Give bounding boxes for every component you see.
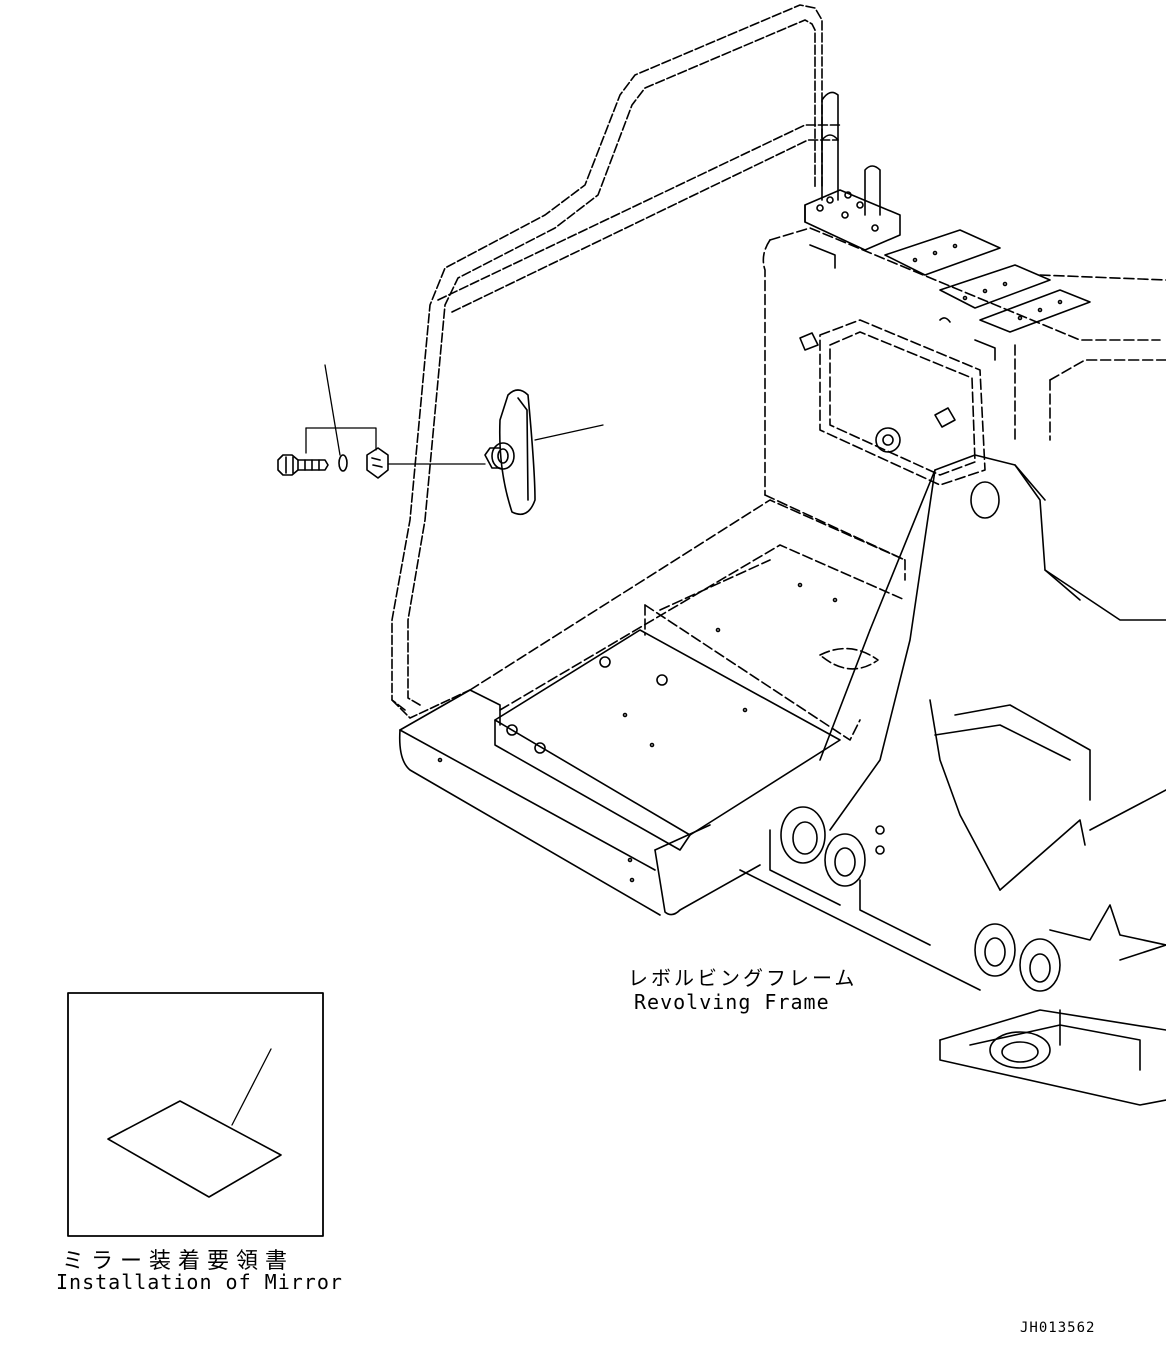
manual-inset <box>67 992 324 1237</box>
bolt <box>277 454 329 476</box>
boom-bracket <box>819 454 1166 891</box>
manual-label-en: Installation of Mirror <box>56 1270 343 1294</box>
floor-pan <box>494 582 841 851</box>
revolving-frame-base <box>939 944 1166 1106</box>
drawing-number: JH013562 <box>1020 1320 1096 1336</box>
handrail-post <box>804 91 901 251</box>
revolving-frame-label-jp: レボルビングフレーム <box>628 966 858 990</box>
boom-pin-bosses <box>739 806 1166 992</box>
mirror-bracket <box>366 447 389 479</box>
mirror <box>484 389 536 516</box>
cab-top-plates <box>799 229 1091 453</box>
lock-washer <box>338 454 348 472</box>
leader-lines <box>305 364 604 465</box>
floor-deck <box>469 499 906 741</box>
handrail <box>391 4 841 719</box>
cab-body <box>762 227 1166 581</box>
revolving-frame-label-en: Revolving Frame <box>634 990 830 1014</box>
front-beam <box>398 689 761 916</box>
manual-label-jp: ミラー装着要領書 <box>62 1249 295 1274</box>
